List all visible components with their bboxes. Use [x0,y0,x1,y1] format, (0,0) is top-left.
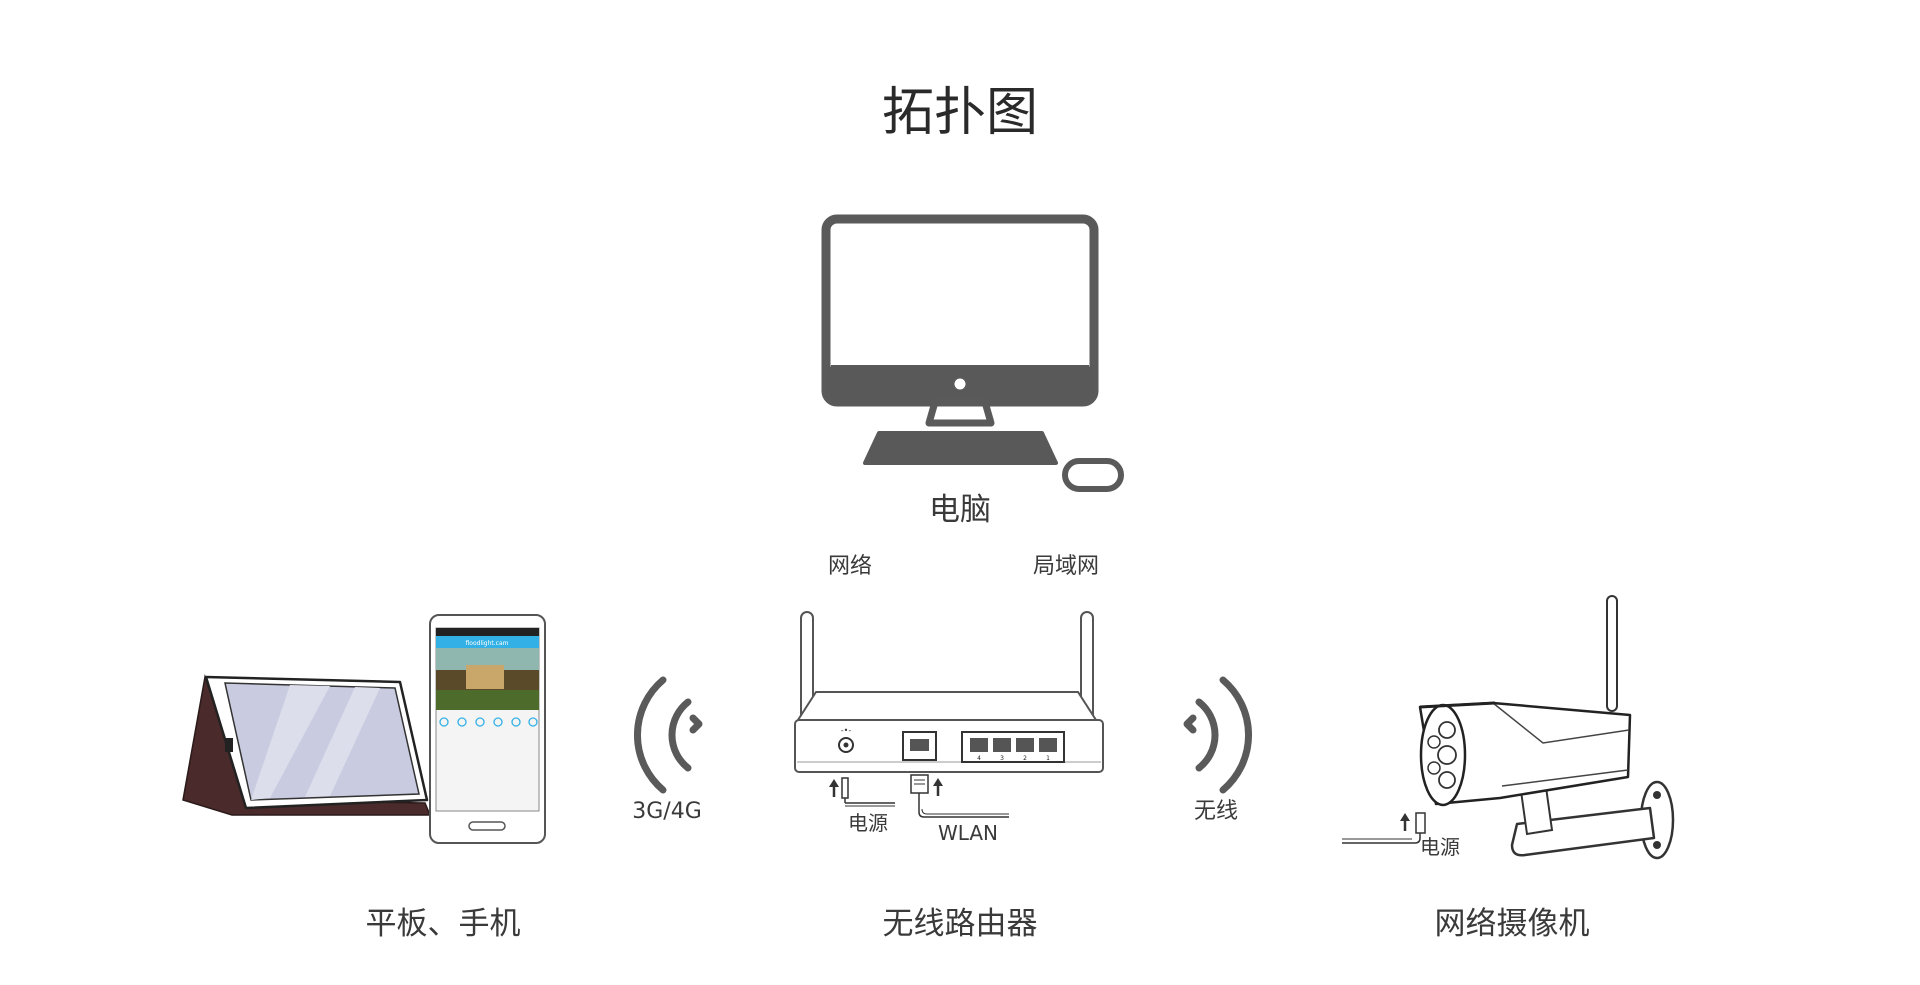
lan-port-number: 3 [1000,755,1004,762]
mobile-link-label: 3G/4G [632,799,702,824]
lan-port-number: 1 [1046,755,1050,762]
computer-label: 电脑 [929,492,991,528]
router-wlan-label: WLAN [938,821,998,845]
camera-icon [1418,595,1675,860]
camera-label: 网络摄像机 [1435,906,1590,942]
router-label: 无线路由器 [883,906,1038,942]
tablet-icon [182,674,432,816]
router-icon: -•- 4 3 2 1 [794,611,1104,773]
internet-link-label: 网络 [828,554,872,579]
router-wlan-cable-icon [910,774,1009,818]
wireless-link-label: 无线 [1194,799,1238,824]
phone-app-url: floodlight.cam [466,640,509,647]
lan-port-number: 4 [977,755,981,762]
mobile-signal-icon [633,676,703,794]
tablet-phone-label: 平板、手机 [366,906,521,942]
power-symbol-icon: -•- [841,726,852,735]
camera-power-cable-icon [1342,812,1426,844]
page-title: 拓扑图 [882,83,1038,143]
lan-link-label: 局域网 [1033,554,1099,579]
router-power-cable-icon [829,777,895,807]
lan-port-number: 2 [1023,755,1027,762]
phone-icon: floodlight.cam [429,614,546,844]
wireless-signal-icon [1183,676,1253,794]
router-power-label: 电源 [848,811,888,835]
computer-icon [821,214,1124,492]
camera-power-label: 电源 [1420,835,1460,859]
